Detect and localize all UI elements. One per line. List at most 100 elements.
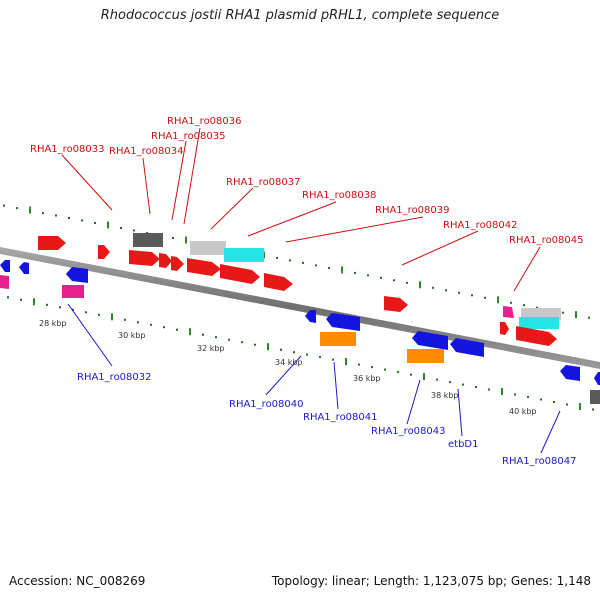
gene-label-etbD1[interactable]: etbD1 [448,439,478,450]
minor-tick [98,313,100,316]
gene-arrow-blue[interactable] [0,260,10,272]
kbp-label-40: 40 kbp [509,407,537,416]
gene-label-ro08036[interactable]: RHA1_ro08036 [167,116,242,127]
gene-label-ro08034[interactable]: RHA1_ro08034 [109,146,184,157]
minor-tick [137,321,139,324]
gene-box-orange[interactable] [407,349,444,363]
kbp-label-36: 36 kbp [353,374,381,383]
minor-tick [3,204,5,207]
minor-tick [319,356,321,359]
minor-tick [241,341,243,344]
major-tick [111,313,113,321]
gene-arrow-red[interactable] [129,250,160,266]
minor-tick [59,306,61,309]
gene-arrow-red[interactable] [264,273,293,291]
gene-arrow-magenta[interactable] [503,306,514,318]
gene-arrow-red[interactable] [516,326,557,346]
minor-tick [85,311,87,314]
minor-tick [410,373,412,376]
major-tick [341,266,343,274]
gene-arrow-red[interactable] [98,245,110,259]
gene-label-ro08047[interactable]: RHA1_ro08047 [502,456,577,467]
gene-label-ro08045[interactable]: RHA1_ro08045 [509,235,584,246]
gene-label-ro08038[interactable]: RHA1_ro08038 [302,190,377,201]
minor-tick [562,311,564,314]
minor-tick [406,281,408,284]
gene-arrow-blue[interactable] [594,372,600,385]
gene-arrow-red[interactable] [38,236,66,250]
gene-label-ro08041[interactable]: RHA1_ro08041 [303,412,378,423]
minor-tick [81,219,83,222]
minor-tick [133,229,135,232]
gene-arrow-red[interactable] [220,264,260,284]
reverse-leader-lines [67,303,561,454]
gene-arrow-blue[interactable] [19,262,29,274]
minor-tick [462,383,464,386]
gene-label-ro08033[interactable]: RHA1_ro08033 [30,144,105,155]
minor-tick [367,274,369,277]
gene-arrow-blue[interactable] [412,331,448,350]
gene-arrow-blue[interactable] [450,338,484,357]
minor-tick [150,323,152,326]
gene-arrow-red[interactable] [187,258,221,276]
gene-box-cyan[interactable] [519,317,559,329]
minor-tick [592,408,594,411]
gene-box-magenta[interactable] [62,285,84,298]
gene-box-orange[interactable] [320,332,356,346]
minor-tick [475,386,477,388]
gene-label-ro08043[interactable]: RHA1_ro08043 [371,426,446,437]
gene-arrow-red[interactable] [384,296,408,312]
gene-box-grey[interactable] [590,390,600,404]
minor-tick [553,401,555,403]
minor-tick [523,304,525,307]
minor-tick [393,279,395,282]
minor-tick [332,358,334,361]
kbp-label-38: 38 kbp [431,391,459,400]
minor-tick [436,378,438,381]
reverse-tick-track [7,296,594,411]
gene-label-ro08037[interactable]: RHA1_ro08037 [226,177,301,188]
major-tick [423,373,425,381]
gene-arrow-blue[interactable] [326,313,360,331]
minor-tick [510,301,512,304]
minor-tick [371,366,373,369]
major-tick [267,343,269,351]
major-tick [497,296,499,304]
gene-label-ro08032[interactable]: RHA1_ro08032 [77,372,152,383]
gene-label-ro08040[interactable]: RHA1_ro08040 [229,399,304,410]
minor-tick [445,289,447,292]
gene-arrow-magenta[interactable] [0,275,9,289]
minor-tick [588,316,590,319]
gene-label-ro08035[interactable]: RHA1_ro08035 [151,131,226,142]
minor-tick [354,271,356,274]
gene-arrow-blue[interactable] [66,267,88,283]
gene-arrow-blue[interactable] [560,365,580,381]
minor-tick [42,212,44,215]
minor-tick [228,338,230,341]
minor-tick [306,353,308,356]
major-tick [419,281,421,289]
major-tick [107,221,109,229]
minor-tick [46,303,48,306]
gene-arrow-red[interactable] [159,253,172,268]
gene-label-ro08042[interactable]: RHA1_ro08042 [443,220,518,231]
gene-label-ro08039[interactable]: RHA1_ro08039 [375,205,450,216]
major-tick [579,403,581,410]
forward-leader-lines [61,127,541,292]
gene-box-cyan[interactable] [224,248,264,262]
minor-tick [94,222,96,224]
major-tick [33,298,35,306]
gene-arrow-red[interactable] [500,322,509,335]
gene-box-grey[interactable] [133,233,163,247]
minor-tick [527,396,529,398]
minor-tick [471,294,473,297]
minor-tick [380,276,382,279]
gene-arrow-red[interactable] [171,256,184,271]
minor-tick [397,371,399,374]
minor-tick [328,266,330,269]
gene-box-lightgrey[interactable] [190,241,226,255]
gene-arrow-blue[interactable] [305,310,316,323]
minor-tick [384,368,386,371]
minor-tick [488,388,490,391]
minor-tick [7,296,9,299]
